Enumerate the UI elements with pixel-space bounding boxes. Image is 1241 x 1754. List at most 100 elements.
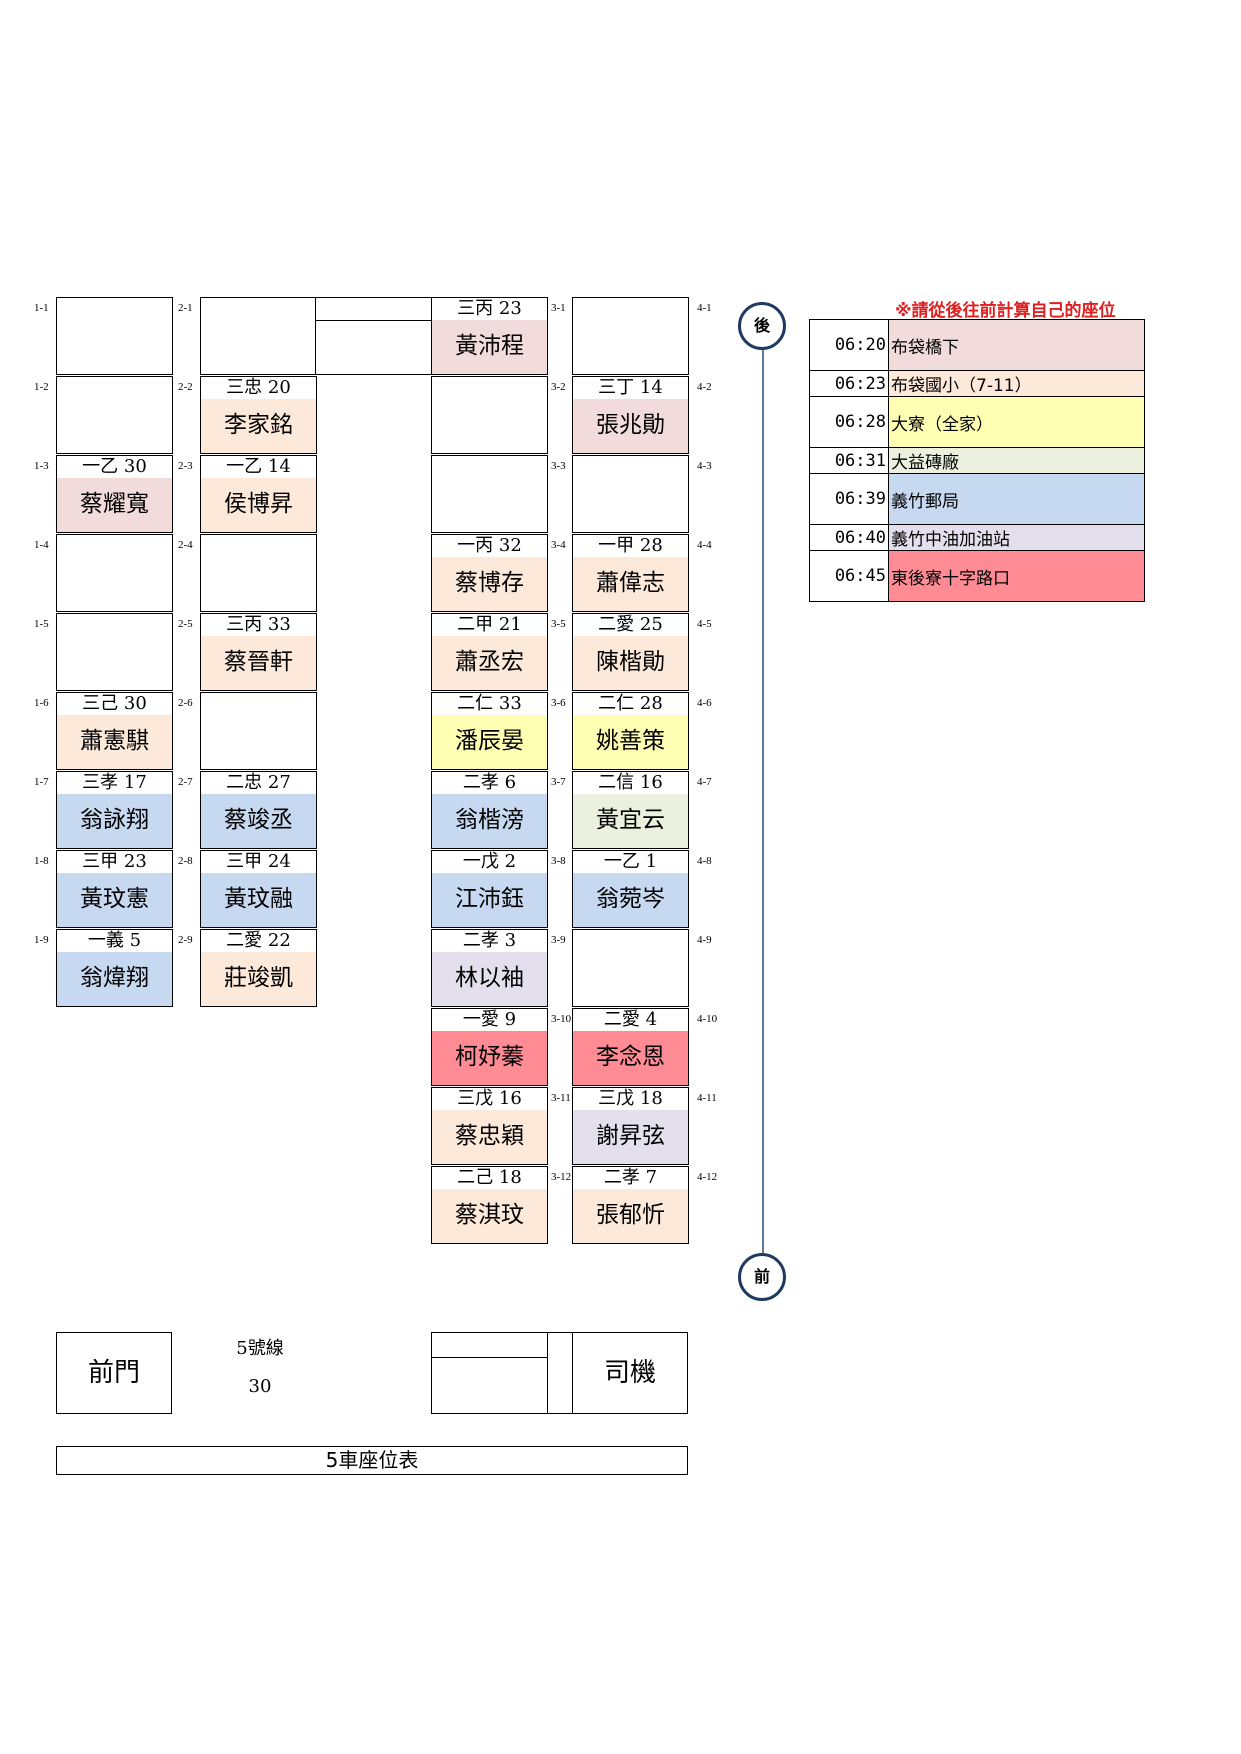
divider-box [547, 1332, 573, 1414]
seat-student: 蕭丞宏 [431, 636, 548, 691]
seat-number: 2-2 [178, 381, 193, 393]
seat-number: 1-9 [34, 934, 49, 946]
seat-number: 4-2 [697, 381, 712, 393]
seat-class [56, 534, 173, 558]
seat-number: 4-6 [697, 697, 712, 709]
seat-student [572, 952, 689, 1007]
seat-class: 二忠 27 [200, 771, 317, 795]
stop-time: 06:23 [809, 370, 889, 397]
seat-class [431, 376, 548, 400]
seat-student: 蔡淇玟 [431, 1189, 548, 1244]
seat-student: 陳楷勛 [572, 636, 689, 691]
seat-number: 2-3 [178, 460, 193, 472]
stop-time: 06:39 [809, 473, 889, 525]
seat-class: 二仁 28 [572, 692, 689, 716]
seat-student: 黃玟憲 [56, 873, 173, 928]
seat-class: 一乙 30 [56, 455, 173, 479]
seat-class: 三甲 24 [200, 850, 317, 874]
seat-class: 一乙 14 [200, 455, 317, 479]
front-marker: 前 [738, 1253, 786, 1301]
seat-student: 柯妤蓁 [431, 1031, 548, 1086]
seat-number: 4-7 [697, 776, 712, 788]
seat-class [56, 376, 173, 400]
seat-number: 1-7 [34, 776, 49, 788]
seat-number: 3-11 [551, 1092, 571, 1104]
seat-number: 4-8 [697, 855, 712, 867]
seat-number: 3-6 [551, 697, 566, 709]
seat-student: 黃沛程 [431, 320, 548, 375]
seat-student: 謝昇弦 [572, 1110, 689, 1165]
seat-class [56, 613, 173, 637]
seat-class: 二己 18 [431, 1166, 548, 1190]
seat-student: 蕭憲騏 [56, 715, 173, 770]
stop-name: 大寮（全家） [888, 396, 1145, 448]
seat-number: 1-5 [34, 618, 49, 630]
seat-class [572, 929, 689, 953]
seat-number: 3-3 [551, 460, 566, 472]
seat-student [200, 557, 317, 612]
seat-class: 三丙 33 [200, 613, 317, 637]
seat-student [56, 320, 173, 375]
seat-student [200, 320, 317, 375]
driver-box: 司機 [572, 1332, 688, 1414]
seat-student: 蔡忠穎 [431, 1110, 548, 1165]
seat-student: 張兆勛 [572, 399, 689, 454]
seat-class: 一甲 28 [572, 534, 689, 558]
empty-seat-header [315, 297, 432, 321]
seat-number: 2-8 [178, 855, 193, 867]
seat-student [200, 715, 317, 770]
seat-class: 二孝 7 [572, 1166, 689, 1190]
seat-number: 3-12 [551, 1171, 572, 1183]
stop-time: 06:31 [809, 447, 889, 474]
seat-number: 2-4 [178, 539, 193, 551]
seat-student: 李家銘 [200, 399, 317, 454]
seat-student: 翁菀岑 [572, 873, 689, 928]
seat-class: 一愛 9 [431, 1008, 548, 1032]
stop-time: 06:45 [809, 550, 889, 602]
seat-number: 2-5 [178, 618, 193, 630]
seat-number: 4-11 [697, 1092, 717, 1104]
seat-student: 黃宜云 [572, 794, 689, 849]
stair-step [431, 1332, 548, 1358]
seat-class: 三甲 23 [56, 850, 173, 874]
seat-student: 張郁忻 [572, 1189, 689, 1244]
seat-student: 李念恩 [572, 1031, 689, 1086]
seat-student [572, 478, 689, 533]
seat-number: 1-3 [34, 460, 49, 472]
seat-number: 2-7 [178, 776, 193, 788]
seat-number: 1-2 [34, 381, 49, 393]
stop-time: 06:20 [809, 319, 889, 371]
seat-class: 二愛 25 [572, 613, 689, 637]
seat-number: 3-10 [551, 1013, 572, 1025]
seat-class: 三戊 18 [572, 1087, 689, 1111]
seat-class: 三丁 14 [572, 376, 689, 400]
seat-number: 4-1 [697, 302, 712, 314]
seat-student: 蕭偉志 [572, 557, 689, 612]
seat-class: 一義 5 [56, 929, 173, 953]
stop-name: 布袋國小（7-11） [888, 370, 1145, 397]
seat-student: 潘辰晏 [431, 715, 548, 770]
stop-time: 06:40 [809, 524, 889, 551]
seat-student: 林以袖 [431, 952, 548, 1007]
seat-number: 3-4 [551, 539, 566, 551]
seat-number: 1-8 [34, 855, 49, 867]
seat-class: 三忠 20 [200, 376, 317, 400]
seat-student: 蔡晉軒 [200, 636, 317, 691]
seat-class: 一戊 2 [431, 850, 548, 874]
seat-class: 三己 30 [56, 692, 173, 716]
seat-number: 3-9 [551, 934, 566, 946]
seat-student: 翁詠翔 [56, 794, 173, 849]
seat-number: 4-9 [697, 934, 712, 946]
seat-class: 三孝 17 [56, 771, 173, 795]
stop-time: 06:28 [809, 396, 889, 448]
stop-name: 東後寮十字路口 [888, 550, 1145, 602]
seat-class [200, 692, 317, 716]
seat-number: 1-6 [34, 697, 49, 709]
seat-student [56, 636, 173, 691]
seat-class: 三丙 23 [431, 297, 548, 321]
seat-class [200, 534, 317, 558]
